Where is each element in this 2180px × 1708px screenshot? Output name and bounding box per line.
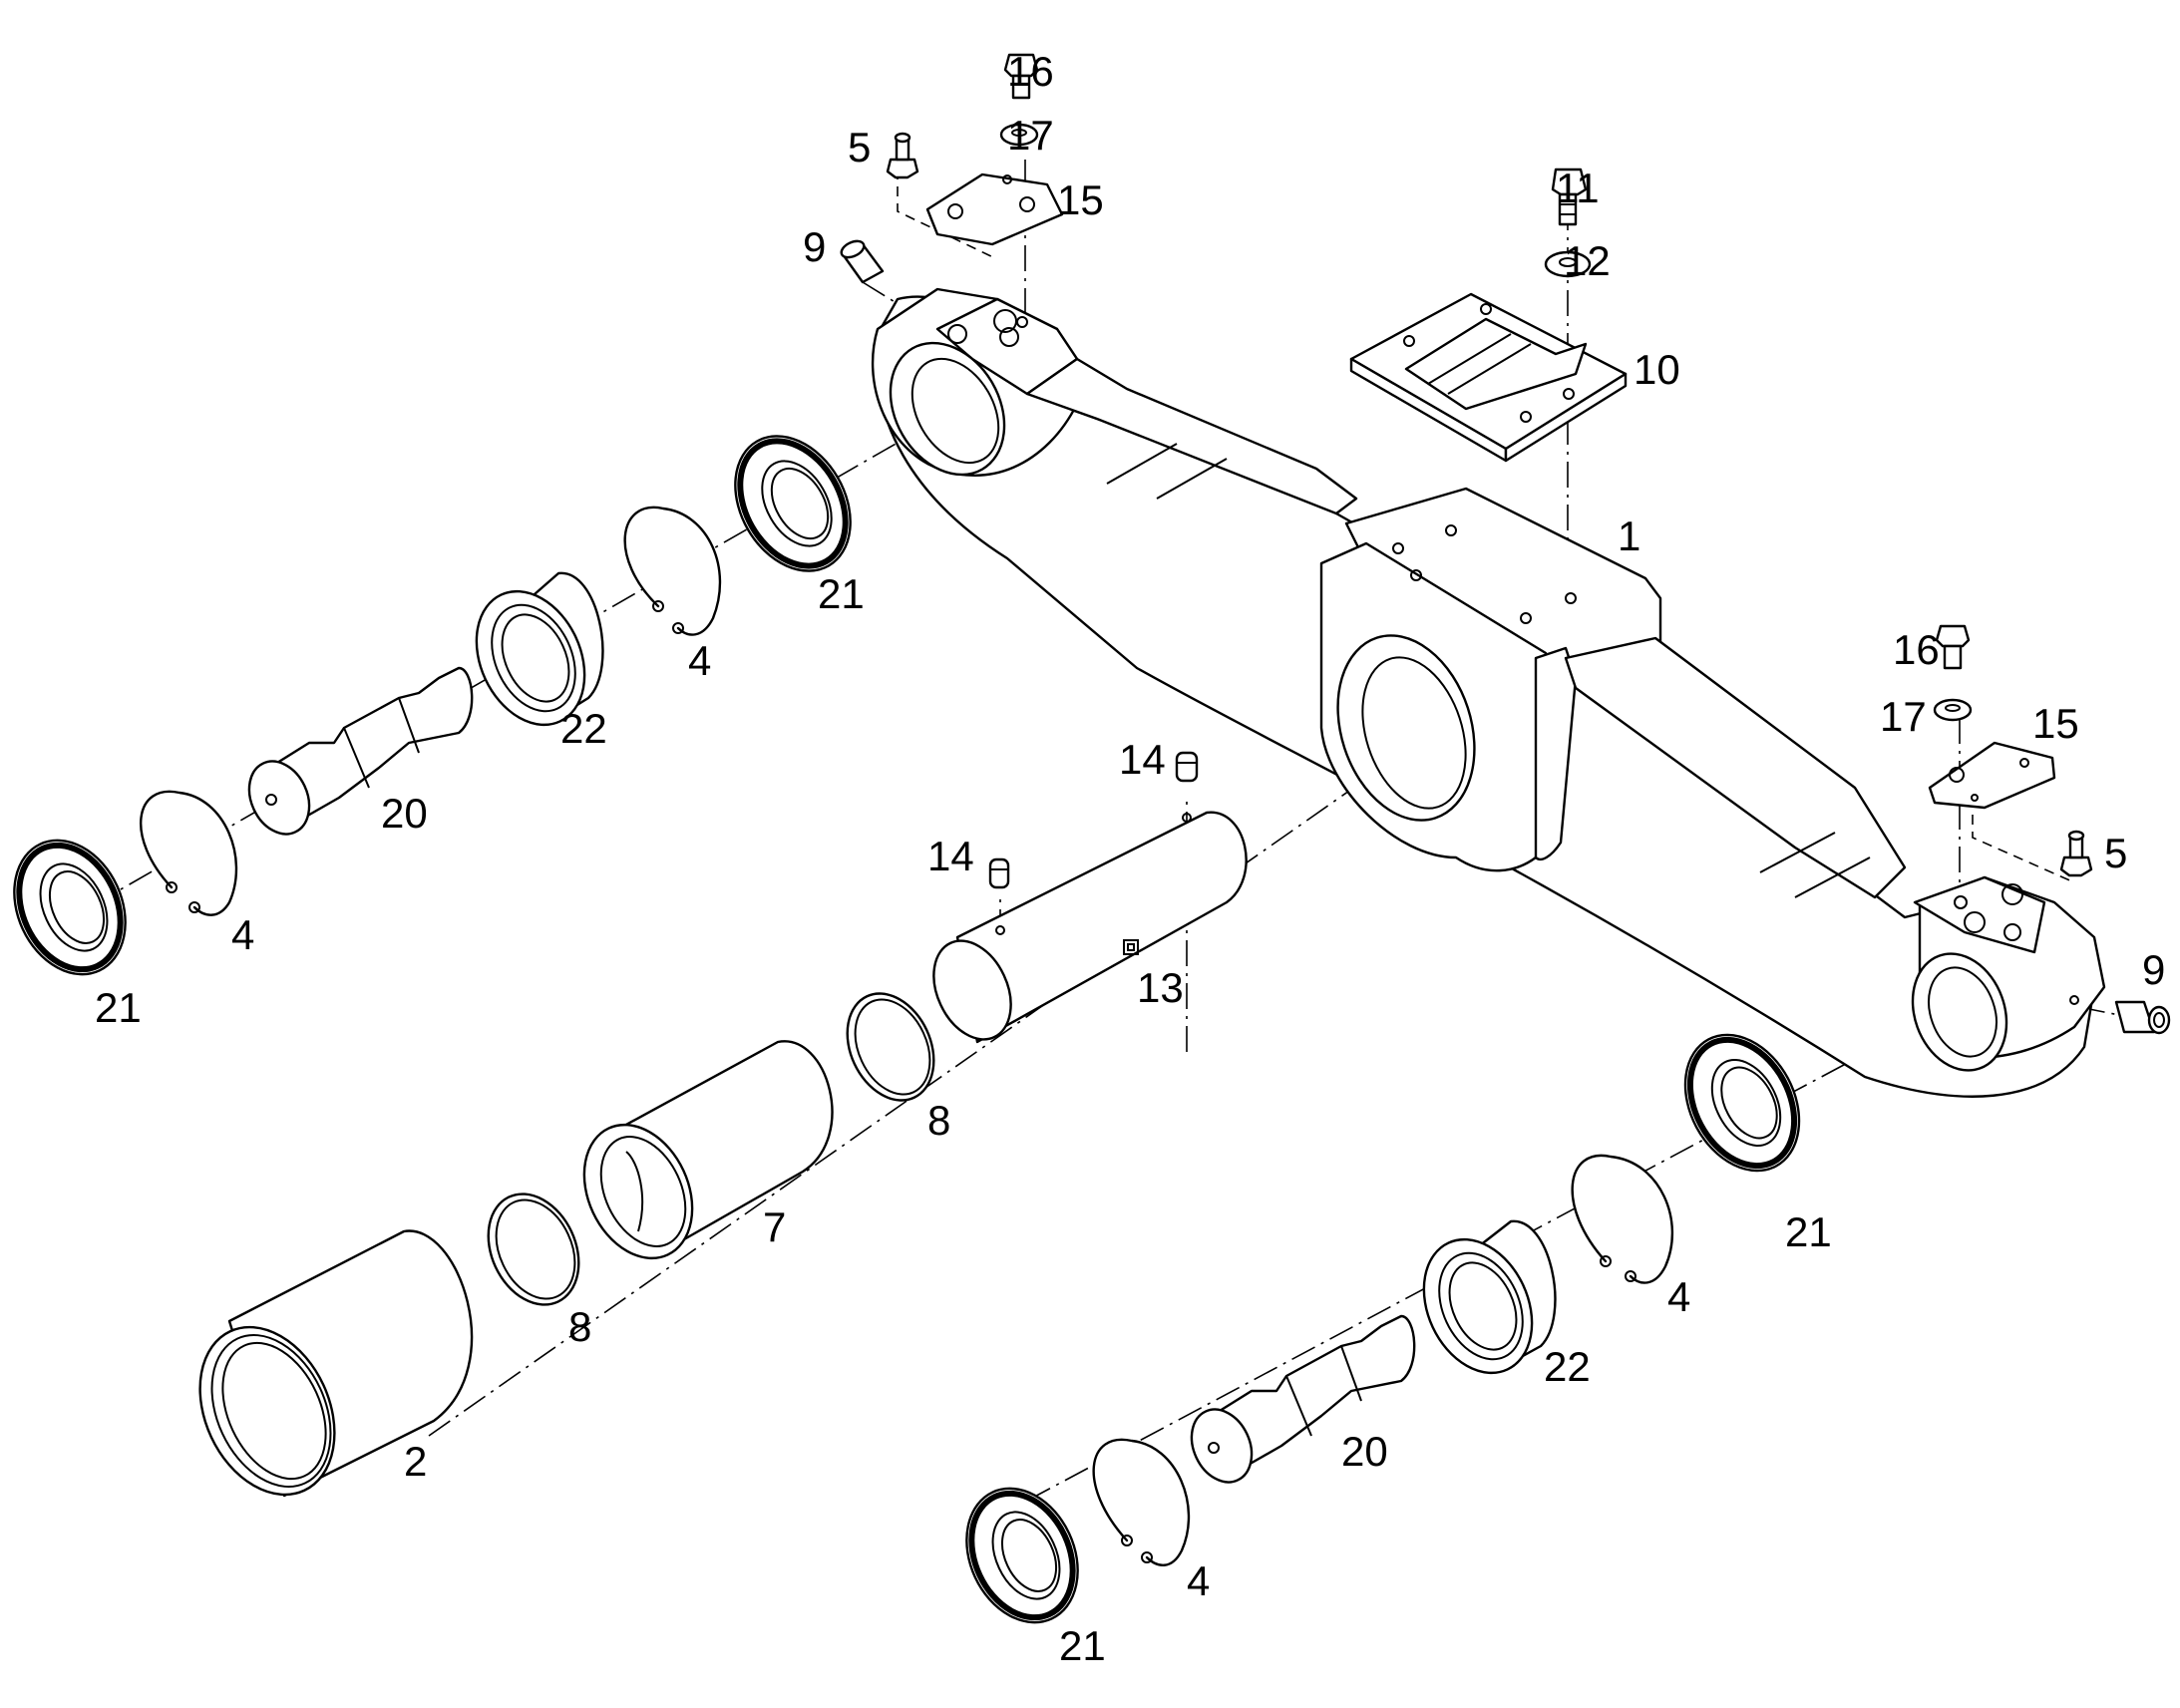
main-frame bbox=[871, 287, 2106, 1098]
bushing-7 bbox=[582, 1040, 834, 1260]
plate-15-right bbox=[1928, 741, 2056, 810]
washer-17-right bbox=[1933, 698, 1973, 722]
circlip-4-upper-left bbox=[140, 790, 238, 916]
callout-16-top: 16 bbox=[1007, 48, 1054, 95]
callout-20-b: 20 bbox=[1341, 1428, 1388, 1475]
callouts: 16 17 15 5 9 11 12 10 1 21 4 22 20 4 21 … bbox=[95, 48, 2165, 1669]
grease-nipple-5-right bbox=[2059, 830, 2093, 877]
shaft-13 bbox=[932, 811, 1248, 1044]
callout-21-c: 21 bbox=[1785, 1208, 1832, 1255]
callout-22-a: 22 bbox=[560, 705, 607, 752]
callout-11: 11 bbox=[1556, 165, 1600, 211]
callout-17-top: 17 bbox=[1007, 112, 1054, 159]
fitting-14-left bbox=[988, 857, 1010, 889]
callout-21-a: 21 bbox=[818, 570, 865, 617]
callout-8-b: 8 bbox=[568, 1303, 591, 1350]
wear-plate bbox=[1349, 292, 1628, 463]
plug-9-left bbox=[840, 239, 885, 284]
seal-21-upper-right bbox=[734, 435, 852, 572]
bolt-16-left bbox=[1003, 53, 1039, 100]
circlip-4-upper-right bbox=[623, 506, 722, 636]
callout-4-d: 4 bbox=[1187, 1557, 1210, 1604]
roller-2 bbox=[198, 1229, 474, 1498]
callout-4-a: 4 bbox=[688, 637, 711, 684]
snap-ring-8-upper bbox=[846, 992, 935, 1102]
callout-15-top: 15 bbox=[1057, 176, 1104, 223]
callout-10: 10 bbox=[1634, 346, 1680, 393]
grease-nipple-5-left bbox=[886, 132, 919, 179]
bolt-11 bbox=[1551, 168, 1588, 226]
callout-15-right: 15 bbox=[2032, 700, 2079, 747]
pin-20-lower bbox=[1190, 1314, 1416, 1484]
callout-14-left: 14 bbox=[927, 833, 974, 879]
callout-21-d: 21 bbox=[1059, 1622, 1106, 1669]
callout-5-right: 5 bbox=[2104, 830, 2127, 876]
callout-9-right: 9 bbox=[2142, 946, 2165, 993]
pin-20-upper bbox=[247, 666, 474, 836]
seal-21-lower-left bbox=[965, 1487, 1079, 1624]
washer-12 bbox=[1544, 250, 1592, 278]
callout-16-right: 16 bbox=[1893, 626, 1940, 673]
callout-21-b: 21 bbox=[95, 984, 142, 1031]
callout-9-top: 9 bbox=[803, 223, 826, 270]
callout-22-b: 22 bbox=[1544, 1343, 1591, 1390]
bearing-22-lower bbox=[1422, 1219, 1557, 1375]
snap-ring-8-lower bbox=[487, 1193, 580, 1306]
fitting-14-top bbox=[1175, 751, 1199, 783]
callout-12: 12 bbox=[1564, 237, 1611, 284]
bearing-22-upper bbox=[475, 571, 604, 727]
callout-7: 7 bbox=[763, 1203, 786, 1250]
callout-8-a: 8 bbox=[927, 1097, 950, 1144]
circlip-4-lower-right bbox=[1571, 1154, 1674, 1284]
seal-21-lower-right bbox=[1683, 1033, 1801, 1173]
washer-17-left bbox=[999, 123, 1039, 147]
callout-4-b: 4 bbox=[231, 911, 254, 958]
circlip-4-lower-left bbox=[1092, 1438, 1191, 1566]
callout-14-top: 14 bbox=[1119, 736, 1166, 783]
callout-5-top: 5 bbox=[848, 124, 871, 171]
bolt-16-right bbox=[1935, 624, 1971, 670]
callout-2: 2 bbox=[404, 1438, 427, 1485]
plate-15-left bbox=[925, 172, 1064, 246]
callout-17-right: 17 bbox=[1880, 693, 1927, 740]
callout-1: 1 bbox=[1618, 512, 1640, 559]
callout-4-c: 4 bbox=[1667, 1273, 1690, 1320]
callout-20-a: 20 bbox=[381, 790, 428, 837]
callout-13: 13 bbox=[1137, 964, 1184, 1011]
seal-21-upper-left bbox=[13, 839, 127, 976]
plug-9-right bbox=[2114, 1000, 2171, 1035]
